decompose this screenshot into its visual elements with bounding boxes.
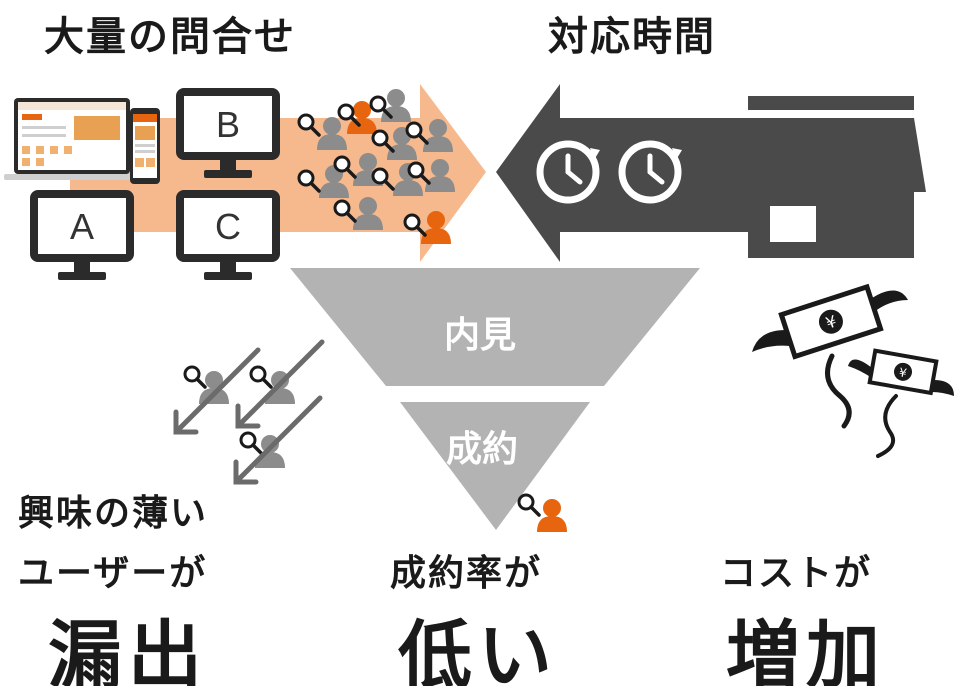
conversion-caption-line1: 成約率が xyxy=(390,553,543,594)
leak-caption-line2: ユーザーが xyxy=(18,553,208,594)
monitor-icon xyxy=(176,88,280,178)
heading-response-time: 対応時間 xyxy=(548,14,716,60)
flying-money-icon: ¥ xyxy=(752,283,908,429)
funnel-bottom xyxy=(400,402,590,530)
funnel-viewing-label: 内見 xyxy=(444,315,517,356)
clock-icon xyxy=(536,140,600,204)
leak-caption-line1: 興味の薄い xyxy=(18,493,209,534)
smartphone-icon xyxy=(130,108,160,184)
monitor-a-label: A xyxy=(69,206,94,247)
arrow-icon xyxy=(173,339,325,485)
inquiry-arrow xyxy=(70,84,486,262)
laptop-icon xyxy=(4,98,140,180)
store-icon xyxy=(736,96,926,258)
leak-caption-big: 漏出 xyxy=(48,613,208,686)
cost-caption-big: 増加 xyxy=(726,613,886,686)
monitor-c-label: C xyxy=(215,206,241,247)
monitor-icon xyxy=(30,190,134,280)
heading-inquiries: 大量の問合せ xyxy=(44,14,296,60)
conversion-caption-big: 低い xyxy=(398,613,558,686)
time-arrow xyxy=(496,84,760,262)
cost-caption-line1: コストが xyxy=(720,553,873,594)
funnel-top xyxy=(290,268,700,386)
monitor-b-label: B xyxy=(215,104,240,145)
clock-icon xyxy=(618,140,682,204)
funnel-contract-label: 成約 xyxy=(446,429,519,470)
svg-text:¥: ¥ xyxy=(898,365,908,380)
monitor-icon xyxy=(176,190,280,280)
flying-money-icon: ¥ xyxy=(848,348,954,458)
converted-user-icon xyxy=(517,493,567,532)
